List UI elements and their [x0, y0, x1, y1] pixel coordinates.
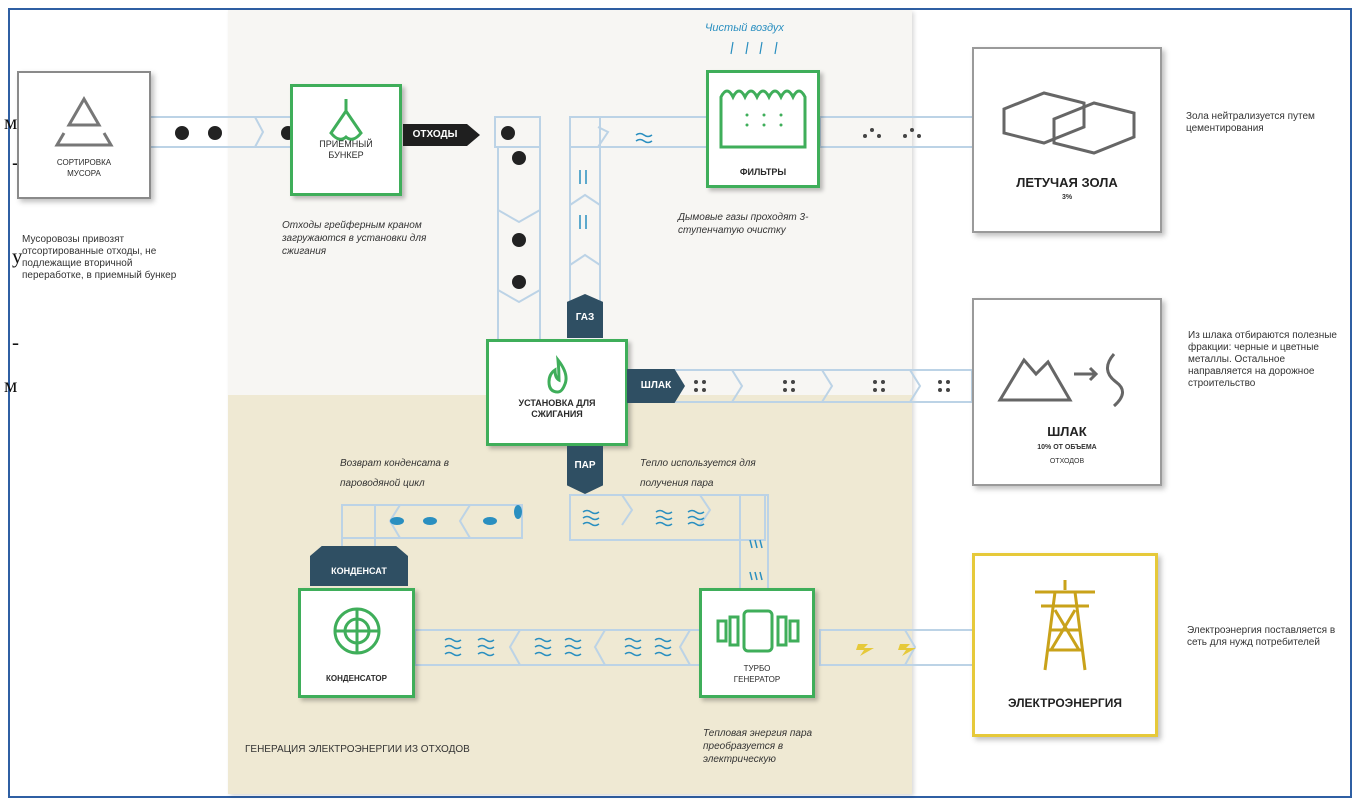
factory-icon — [719, 89, 807, 149]
window-frame — [8, 8, 1352, 798]
turbine-icon — [716, 609, 800, 653]
brick-icon — [1002, 91, 1136, 155]
electricity-label: ЭЛЕКТРОЭНЕРГИЯ — [1008, 696, 1122, 710]
slag-label: ШЛАК — [1047, 424, 1087, 439]
bunker-label: ПРИЕМНЫЙ БУНКЕР — [319, 139, 373, 160]
mountain-road-icon — [997, 353, 1124, 408]
incinerator-label: УСТАНОВКА ДЛЯ СЖИГАНИЯ — [518, 398, 596, 419]
slag-tag: ШЛАК — [627, 369, 685, 403]
slag-volume-label-2: ОТХОДОВ — [1049, 458, 1085, 465]
slag-box: ШЛАК 10% ОТ ОБЪЕМА ОТХОДОВ — [972, 298, 1162, 486]
condenser-icon — [333, 607, 381, 655]
bunker-box: ПРИЕМНЫЙ БУНКЕР — [290, 84, 402, 196]
turbo-generator-box: ТУРБО ГЕНЕРАТОР — [699, 588, 815, 698]
left-fragment-4: - — [12, 330, 19, 354]
power-note: Электроэнергия поставляется в сеть для н… — [1187, 625, 1336, 648]
flame-icon — [547, 355, 568, 394]
crane-note: Отходы грейферным краном загружаются в у… — [282, 220, 427, 257]
filters-label: ФИЛЬТРЫ — [739, 167, 787, 177]
fly-ash-percent: 3% — [1061, 194, 1073, 201]
heat-use-note: Тепло используется для получения пара — [640, 458, 756, 489]
trucks-note: Мусоровозы привозят отсортированные отхо… — [22, 234, 177, 281]
smoke-note: Дымовые газы проходят 3-ступенчатую очис… — [678, 212, 809, 236]
ash-note: Зола нейтрализуется путем цементирования — [1186, 111, 1315, 134]
clean-air-label: Чистый воздух — [705, 22, 784, 34]
slag-volume-label: 10% ОТ ОБЪЕМА — [1037, 444, 1097, 451]
fly-ash-box: ЛЕТУЧАЯ ЗОЛА 3% — [972, 47, 1162, 233]
gas-tag: ГАЗ — [567, 294, 603, 338]
filters-box: ФИЛЬТРЫ — [706, 70, 820, 188]
sorting-box: СОРТИРОВКА МУСОРА — [17, 71, 151, 199]
turbo-label: ТУРБО ГЕНЕРАТОР — [733, 664, 781, 684]
electricity-box: ЭЛЕКТРОЭНЕРГИЯ — [972, 553, 1158, 737]
left-fragment-5: м — [4, 373, 18, 397]
steam-tag: ПАР — [567, 446, 603, 494]
grab-crane-icon — [329, 99, 363, 141]
left-fragment-3: у — [12, 244, 23, 268]
power-tower-icon — [1035, 580, 1095, 671]
sorting-label: СОРТИРОВКА МУСОРА — [56, 158, 112, 178]
waste-tag: ОТХОДЫ — [403, 124, 467, 146]
recycle-icon — [54, 95, 114, 147]
left-fragment-2: - — [12, 150, 19, 174]
condensate-return-note: Возврат конденсата в пароводяной цикл — [340, 458, 449, 489]
slag-note: Из шлака отбираются полезные фракции: че… — [1188, 330, 1337, 389]
incinerator-box: УСТАНОВКА ДЛЯ СЖИГАНИЯ — [486, 339, 628, 446]
condensate-tag: КОНДЕНСАТ — [310, 546, 408, 586]
thermal-note: Тепловая энергия пара преобразуется в эл… — [703, 728, 813, 765]
fly-ash-label: ЛЕТУЧАЯ ЗОЛА — [1016, 175, 1118, 190]
generation-label: ГЕНЕРАЦИЯ ЭЛЕКТРОЭНЕРГИИ ИЗ ОТХОДОВ — [245, 744, 470, 755]
condenser-box: КОНДЕНСАТОР — [298, 588, 415, 698]
condenser-label: КОНДЕНСАТОР — [326, 674, 387, 683]
